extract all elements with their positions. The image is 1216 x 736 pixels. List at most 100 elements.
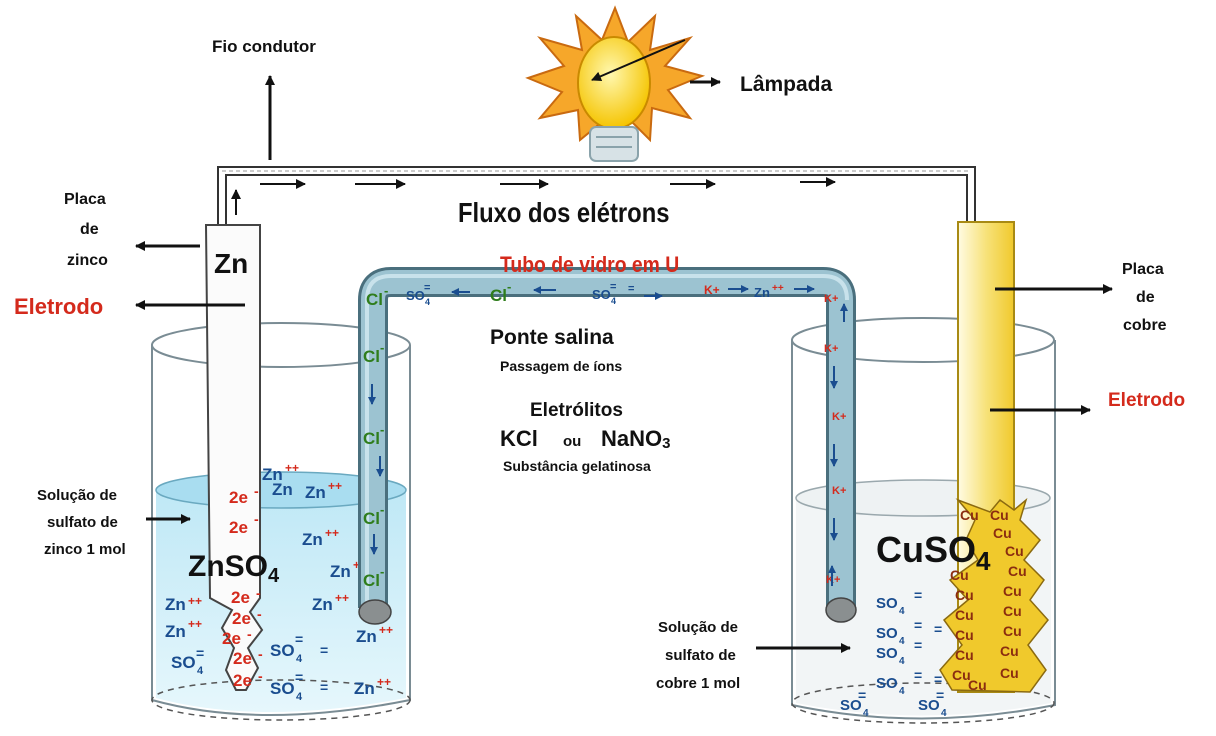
potassium-ion: K+: [826, 574, 840, 586]
eletrodo-right-label: Eletrodo: [1108, 390, 1185, 411]
svg-text:Zn: Zn: [302, 530, 323, 549]
zinc-plate: Zn: [204, 224, 264, 691]
svg-text:2e: 2e: [229, 518, 248, 537]
svg-text:SO: SO: [876, 675, 898, 692]
svg-text:4: 4: [197, 665, 204, 677]
svg-text:SO: SO: [270, 641, 295, 660]
svg-text:Cu: Cu: [993, 525, 1012, 541]
placa-cobre-line1: Placa: [1122, 261, 1164, 278]
potassium-ion: K+: [832, 485, 846, 497]
svg-text:=: =: [936, 687, 944, 703]
svg-text:Cu: Cu: [1003, 583, 1022, 599]
svg-text:Zn: Zn: [272, 480, 293, 499]
svg-text:2e: 2e: [233, 649, 252, 668]
svg-text:-: -: [257, 606, 262, 622]
svg-text:-: -: [384, 283, 388, 298]
nano3-label: NaNO3: [601, 426, 670, 452]
solucao-cobre-line1: Solução de: [658, 619, 738, 636]
svg-text:Zn: Zn: [165, 622, 186, 641]
svg-text:4: 4: [899, 636, 905, 647]
svg-text:Cu: Cu: [955, 587, 974, 603]
svg-text:4: 4: [899, 656, 905, 667]
svg-text:++: ++: [335, 591, 349, 605]
sulfate-charge: =: [934, 621, 942, 637]
cuso4-formula: CuSO4: [876, 529, 991, 576]
svg-text:Zn: Zn: [330, 562, 351, 581]
svg-text:Zn: Zn: [262, 465, 283, 484]
zn-ion: Zn++: [312, 591, 349, 614]
svg-text:++: ++: [377, 675, 391, 689]
electron-flow-label: Fluxo dos elétrons: [458, 196, 669, 228]
svg-text:Cu: Cu: [955, 647, 974, 663]
svg-text:Cu: Cu: [950, 567, 969, 583]
chloride-ion: Cl-: [363, 502, 384, 528]
svg-text:Cu: Cu: [990, 507, 1009, 523]
svg-text:-: -: [507, 279, 511, 294]
svg-text:4: 4: [941, 708, 947, 719]
placa-zinco-line2: de: [80, 221, 99, 238]
svg-text:4: 4: [425, 297, 430, 307]
sulfate-charge: =: [934, 671, 942, 687]
svg-text:++: ++: [772, 283, 784, 294]
bulb-base: [589, 126, 639, 162]
electron-pair: 2e-: [232, 606, 262, 628]
electron-pair: 2e-: [233, 668, 263, 690]
zn-ion: Zn++: [165, 617, 202, 641]
zn-ion: Zn: [272, 480, 293, 499]
lamp: Lâmpada: [525, 5, 833, 162]
svg-text:2e: 2e: [233, 671, 252, 690]
svg-text:++: ++: [285, 461, 299, 475]
kcl-label: KCl: [500, 426, 538, 451]
ou-label: ou: [563, 433, 581, 450]
solucao-zinco-line2: sulfato de: [47, 514, 118, 531]
znso4-formula: ZnSO4: [188, 550, 280, 587]
wire-label: Fio condutor: [212, 37, 316, 56]
copper-atoms: Cu Cu Cu Cu Cu Cu Cu Cu Cu Cu Cu Cu Cu C…: [950, 507, 1027, 693]
eletrodo-left-label: Eletrodo: [14, 294, 103, 319]
svg-text:4: 4: [863, 708, 869, 719]
right-labels: Placa de cobre Eletrodo Solução de sulfa…: [656, 261, 1185, 692]
svg-text:-: -: [258, 668, 263, 684]
chloride-ion: Cl-: [363, 340, 384, 366]
zn-ion: Zn++: [356, 623, 393, 646]
zn-ion: Zn++: [354, 675, 391, 698]
svg-text:Cu: Cu: [1000, 665, 1019, 681]
zinc-symbol: Zn: [214, 248, 248, 279]
ponte-salina-label: Ponte salina: [490, 326, 614, 349]
chloride-ion: Cl-: [366, 283, 388, 309]
zn-ion: Zn++: [305, 479, 342, 502]
svg-text:Cu: Cu: [1005, 543, 1024, 559]
placa-cobre-line2: de: [1136, 289, 1155, 306]
svg-text:SO: SO: [270, 679, 295, 698]
eletrolitos-label: Eletrólitos: [530, 400, 623, 421]
placa-cobre-line3: cobre: [1123, 317, 1167, 334]
zn-ion-tube: Zn++: [754, 283, 784, 300]
copper-deposit: [939, 497, 1049, 693]
chloride-ion: Cl-: [490, 279, 511, 305]
svg-text:SO: SO: [918, 697, 940, 714]
svg-text:Cu: Cu: [955, 607, 974, 623]
svg-text:4: 4: [296, 691, 303, 703]
electron-pair: 2e-: [229, 511, 259, 537]
electron-pair: 2e-: [231, 585, 261, 607]
svg-text:++: ++: [328, 479, 342, 493]
electron-pair: 2e-: [222, 626, 252, 648]
svg-text:4: 4: [899, 606, 905, 617]
svg-text:-: -: [254, 511, 259, 527]
svg-text:SO: SO: [876, 595, 898, 612]
svg-text:-: -: [256, 585, 261, 601]
svg-text:Cu: Cu: [1000, 643, 1019, 659]
svg-text:=: =: [914, 587, 922, 603]
svg-text:SO: SO: [876, 645, 898, 662]
potassium-ion: K+: [824, 293, 838, 305]
zn-ion: Zn++: [262, 461, 299, 484]
